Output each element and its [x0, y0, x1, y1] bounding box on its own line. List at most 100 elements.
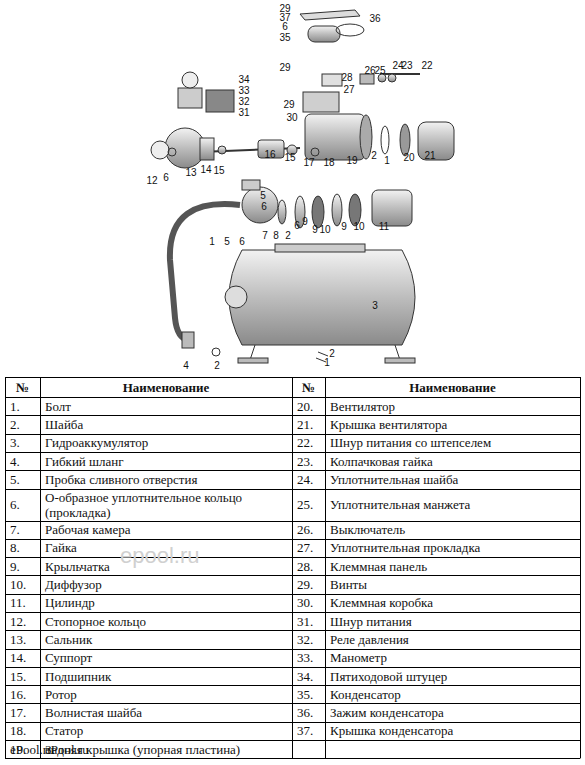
table-rule	[580, 377, 581, 758]
table-cell: 14.	[10, 650, 26, 665]
table-cell: Болт	[45, 399, 289, 414]
table-cell: 1.	[10, 399, 20, 414]
table-cell: Суппорт	[45, 650, 289, 665]
bearing	[218, 146, 226, 154]
o-ring	[168, 148, 176, 156]
table-cell: Манометр	[330, 650, 577, 665]
callout-number: 18	[323, 158, 334, 168]
table-cell: 23.	[297, 454, 313, 469]
tank-saddle	[275, 244, 365, 252]
motor-stator	[305, 114, 365, 160]
callout-number: 26	[364, 66, 375, 76]
table-cell: Винты	[330, 577, 577, 592]
table-cell: 35.	[297, 687, 313, 702]
table-rule	[325, 377, 326, 758]
callout-number: 12	[146, 176, 157, 186]
table-header: №	[292, 380, 325, 395]
callout-number: 15	[284, 153, 295, 163]
table-cell: 2.	[10, 417, 20, 432]
callout-number: 7	[262, 231, 268, 241]
callout-number: 28	[341, 73, 352, 83]
table-cell: Уплотнительная шайба	[330, 472, 577, 487]
callout-number: 6	[239, 237, 245, 247]
table-cell: 15.	[10, 669, 26, 684]
table-cell: Зажим конденсатора	[330, 705, 577, 720]
callout-number: 2	[329, 349, 335, 359]
retaining-ring	[151, 141, 169, 159]
watermark: epool.ru	[120, 543, 200, 569]
callout-number: 15	[213, 166, 224, 176]
callout-number: 13	[185, 168, 196, 178]
table-cell: Гайка	[45, 540, 289, 555]
flexible-hose	[170, 204, 240, 340]
callout-number: 2	[285, 231, 291, 241]
table-cell: 27.	[297, 540, 313, 555]
table-cell: Подшипник	[45, 669, 289, 684]
table-cell: 11.	[10, 595, 26, 610]
callout-number: 16	[264, 150, 275, 160]
table-cell: 31.	[297, 614, 313, 629]
table-cell: О-образное уплотнительное кольцо (прокла…	[45, 490, 289, 520]
callout-number: 32	[238, 97, 249, 107]
callout-number: 19	[346, 156, 357, 166]
callout-number: 30	[286, 113, 297, 123]
table-cell: 4.	[10, 454, 20, 469]
table-cell: 30.	[297, 595, 313, 610]
table-cell: 3.	[10, 435, 20, 450]
table-cell: 16.	[10, 687, 26, 702]
table-cell: Реле давления	[330, 632, 577, 647]
table-cell: Шайба	[45, 417, 289, 432]
callout-number: 23	[401, 61, 412, 71]
table-cell: Пробка сливного отверстия	[45, 472, 289, 487]
table-cell: Статор	[45, 723, 289, 738]
capacitor-clamp	[336, 24, 364, 36]
table-rule	[5, 377, 6, 758]
table-cell: 12.	[10, 614, 26, 629]
table-cell: 22.	[297, 435, 313, 450]
pump-chamber	[242, 187, 278, 223]
fan-cover	[418, 122, 454, 160]
table-cell: Пятиходовой штуцер	[330, 669, 577, 684]
table-cell: 26.	[297, 522, 313, 537]
table-cell: 17.	[10, 705, 26, 720]
table-cell: Цилиндр	[45, 595, 289, 610]
terminal-box	[303, 92, 339, 112]
table-cell: Выключатель	[330, 522, 577, 537]
table-cell: Шнур питания со штепселем	[330, 435, 577, 450]
table-cell: Крышка конденсатора	[330, 723, 577, 738]
callout-number: 34	[238, 75, 249, 85]
table-cell: Клеммная панель	[330, 559, 577, 574]
callout-number: 1	[209, 237, 215, 247]
table-cell: 5.	[10, 472, 20, 487]
callout-number: 14	[200, 165, 211, 175]
tank-flange	[225, 286, 247, 308]
table-cell: Ротор	[45, 687, 289, 702]
callout-number: 9	[302, 217, 308, 227]
table-header: №	[5, 380, 40, 395]
callout-number: 2	[371, 151, 377, 161]
hose-nut	[182, 332, 194, 348]
table-cell: 32.	[297, 632, 313, 647]
terminal-panel	[322, 74, 342, 86]
table-cell: 8.	[10, 540, 20, 555]
impeller	[332, 194, 342, 226]
table-cell: Клеммная коробка	[330, 595, 577, 610]
callout-number: 10	[319, 225, 330, 235]
manometer	[182, 72, 198, 88]
table-header: Наименование	[325, 380, 580, 395]
pump-head	[165, 128, 205, 168]
accumulator-tank	[229, 250, 415, 345]
callout-number: 22	[421, 61, 432, 71]
callout-number: 6	[294, 221, 300, 231]
table-cell: Крыльчатка	[45, 559, 289, 574]
drain-plug	[242, 180, 260, 190]
table-cell: Стопорное кольцо	[45, 614, 289, 629]
table-cell: 6.	[10, 497, 20, 512]
table-cell: 13.	[10, 632, 26, 647]
callout-number: 33	[238, 86, 249, 96]
table-cell: Вентилятор	[330, 399, 577, 414]
table-cell: Уплотнительная манжета	[330, 497, 577, 512]
capacitor-cover	[300, 10, 360, 20]
table-rule	[40, 377, 41, 758]
table-cell: 20.	[297, 399, 313, 414]
